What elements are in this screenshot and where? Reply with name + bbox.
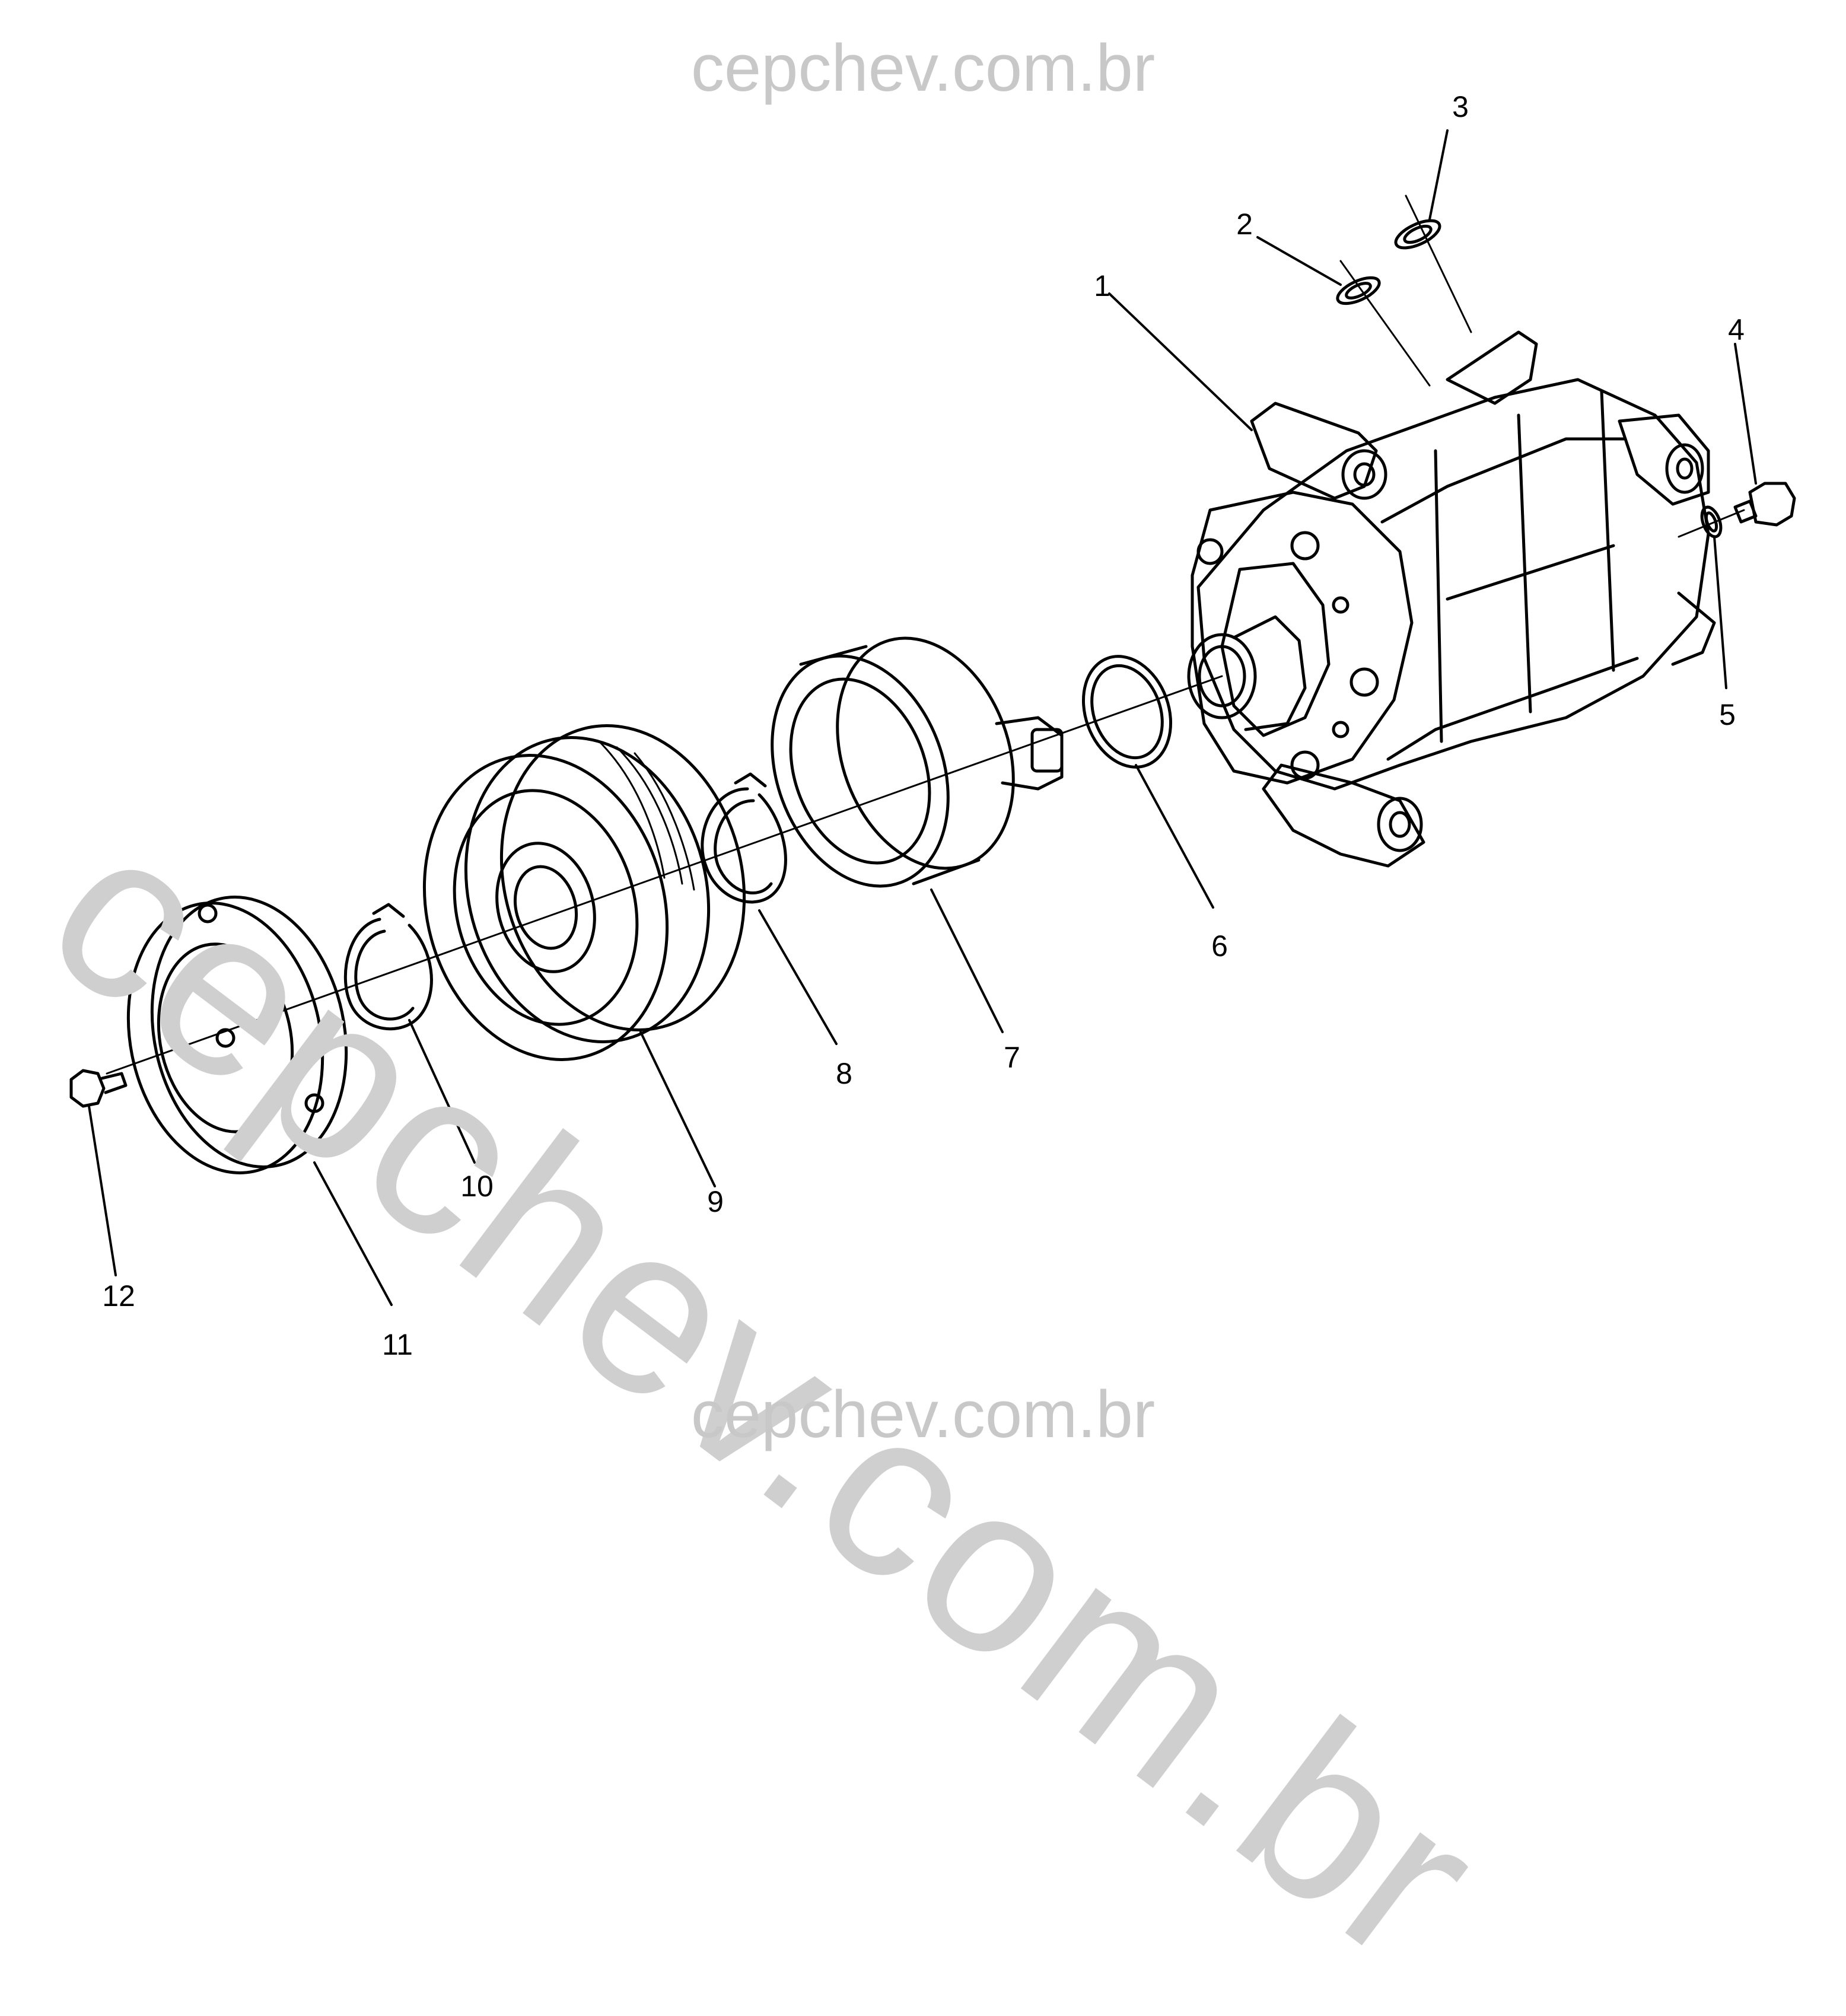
diagram-drawing [69,129,1796,1306]
callout-6: 6 [1211,929,1228,963]
snap-ring-10 [343,903,433,1031]
leader-lines [88,129,1757,1306]
pressure-relief-plug [1733,482,1796,527]
callout-9: 9 [707,1185,724,1218]
seal-ring-2 [1336,260,1431,387]
callout-12: 12 [102,1279,135,1313]
callout-7: 7 [1004,1041,1020,1074]
callout-1: 1 [1094,269,1110,302]
o-ring-5 [1678,505,1745,539]
snap-ring-8 [701,772,787,904]
compressor-body [1187,330,1716,868]
clutch-coil [771,636,1064,888]
seal-ring-3 [1394,195,1472,333]
callout-4: 4 [1728,313,1745,346]
watermark-top: cepchev.com.br [690,31,1156,105]
callout-5: 5 [1719,698,1736,731]
callout-11: 11 [382,1328,413,1361]
shim-ring [1081,655,1173,769]
retaining-bolt [69,1069,128,1108]
callout-10: 10 [460,1170,494,1203]
exploded-view-diagram: cepchev.com.br cepchev.com.br cepchev.co… [4,31,1796,2013]
watermark-bottom: cepchev.com.br [690,1377,1156,1451]
clutch-drive-plate [126,896,348,1174]
callout-8: 8 [836,1057,852,1090]
callout-3: 3 [1452,90,1469,123]
pulley [422,724,746,1061]
callout-2: 2 [1236,208,1253,241]
